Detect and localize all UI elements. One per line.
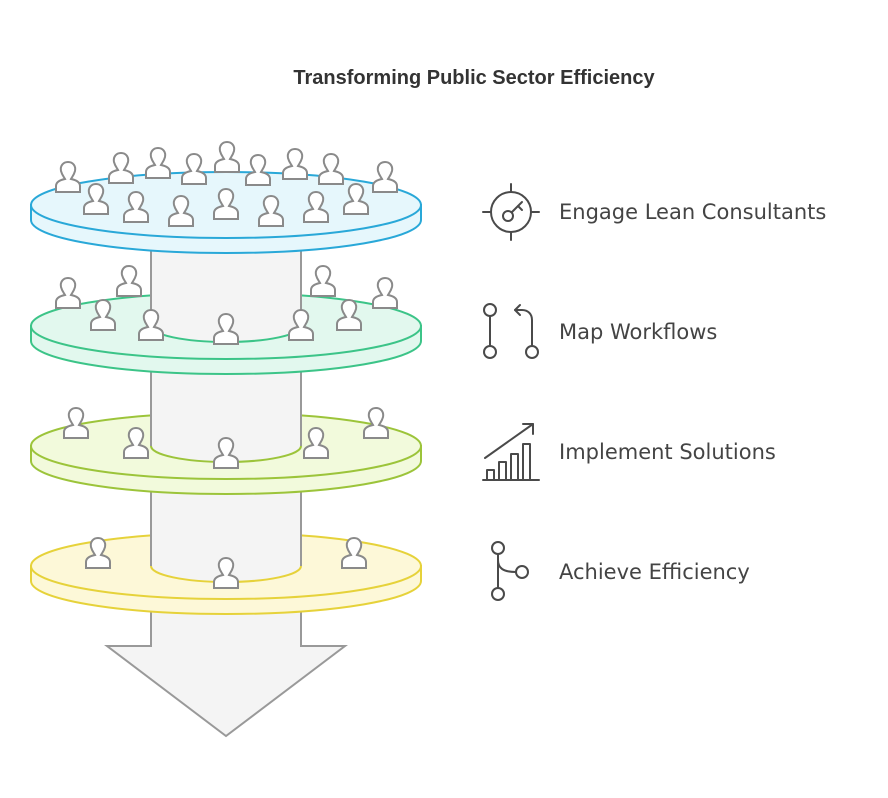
person-shape [288,308,314,341]
stage-disc-3 [30,359,422,495]
person-icon [123,426,149,459]
person-icon [55,160,81,193]
person-shape [83,182,109,215]
stage-disc-4 [30,479,422,615]
person-icon [90,298,116,331]
person-shape [123,190,149,223]
person-shape [341,536,367,569]
person-shape [55,276,81,309]
person-shape [168,194,194,227]
person-shape [55,160,81,193]
person-shape [363,406,389,439]
target-key-icon [482,183,540,241]
person-shape [303,190,329,223]
person-icon [341,536,367,569]
person-shape [90,298,116,331]
tube-segment [151,238,301,342]
person-shape [213,436,239,469]
person-shape [258,194,284,227]
person-shape [245,153,271,186]
person-icon [116,264,142,297]
person-icon [168,194,194,227]
person-icon [123,190,149,223]
person-shape [336,298,362,331]
person-icon [108,151,134,184]
person-shape [213,187,239,220]
person-icon [55,276,81,309]
person-icon [343,182,369,215]
diagram-title: Transforming Public Sector Efficiency [293,67,655,89]
person-icon [213,556,239,589]
person-shape [116,264,142,297]
person-shape [214,140,240,173]
person-icon [282,147,308,180]
person-shape [63,406,89,439]
person-shape [343,182,369,215]
tube-segment [151,359,301,462]
person-shape [303,426,329,459]
person-icon [138,308,164,341]
stage-label-4: Achieve Efficiency [559,560,750,584]
person-shape [85,536,111,569]
person-icon [372,276,398,309]
person-icon [258,194,284,227]
person-icon [83,182,109,215]
person-icon [245,153,271,186]
person-icon [85,536,111,569]
tube-segment [151,479,301,582]
person-shape [138,308,164,341]
person-icon [213,187,239,220]
workflow-icon [483,303,539,359]
stage-label-2: Map Workflows [559,320,717,344]
person-icon [303,190,329,223]
person-icon [303,426,329,459]
person-shape [282,147,308,180]
person-shape [372,160,398,193]
person-shape [213,556,239,589]
branch-icon [491,541,529,601]
person-shape [213,312,239,345]
person-shape [372,276,398,309]
person-icon [214,140,240,173]
person-shape [145,146,171,179]
stage-label-3: Implement Solutions [559,440,776,464]
growth-chart-icon [482,423,540,481]
person-icon [363,406,389,439]
stage-label-1: Engage Lean Consultants [559,200,826,224]
person-shape [123,426,149,459]
person-icon [372,160,398,193]
person-icon [213,312,239,345]
person-icon [288,308,314,341]
person-icon [181,152,207,185]
person-shape [181,152,207,185]
person-shape [310,264,336,297]
person-icon [310,264,336,297]
person-shape [108,151,134,184]
person-shape [318,152,344,185]
person-icon [63,406,89,439]
person-icon [145,146,171,179]
stage-disc-2 [30,238,422,375]
person-icon [213,436,239,469]
person-icon [318,152,344,185]
person-icon [336,298,362,331]
